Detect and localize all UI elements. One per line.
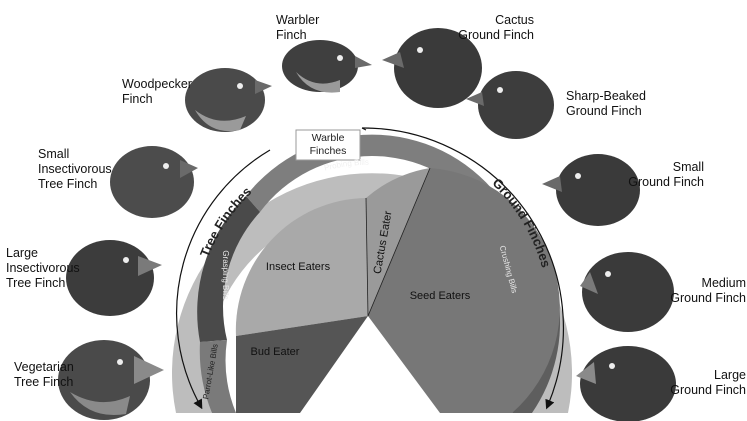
insect-sector [235, 198, 368, 336]
bud-sector [236, 316, 368, 413]
arrow-stub [361, 127, 367, 131]
label-vegetarian-tree-finch: Vegetarian Tree Finch [14, 360, 74, 389]
label-small-insectivorous-tree-finch: Small Insectivorous Tree Finch [38, 147, 112, 191]
small-insectivorous-tree-finch-icon [110, 146, 198, 218]
seed-label: Seed Eaters [410, 290, 471, 302]
label-large-insectivorous-tree-finch: Large Insectivorous Tree Finch [6, 246, 80, 290]
sharp-beaked-ground-finch-icon [466, 71, 554, 139]
label-cactus-ground-finch: Cactus Ground Finch [458, 13, 534, 42]
parrot-band [199, 340, 236, 413]
large-insectivorous-tree-finch-icon [66, 240, 162, 316]
small-ground-finch-icon [542, 154, 640, 226]
cactus-sector [366, 168, 430, 316]
cactus-ground-finch-icon [382, 28, 482, 108]
medium-ground-finch-icon [580, 252, 674, 332]
divider-line [365, 197, 369, 317]
warble-box [295, 129, 361, 161]
label-medium-ground-finch: Medium Ground Finch [670, 276, 746, 305]
warbler-finch-icon [282, 40, 372, 93]
warble-label-2: Finches [310, 145, 347, 157]
insect-label: Insect Eaters [266, 261, 331, 273]
vegetarian-tree-finch-icon [58, 340, 164, 420]
grasping-label: Grasping Bills [221, 250, 230, 299]
label-large-ground-finch: Large Ground Finch [670, 368, 746, 397]
woodpecker-finch-icon [185, 68, 272, 132]
bud-label: Bud Eater [251, 346, 300, 358]
tree-arrow [176, 149, 271, 410]
ground-arrow [361, 127, 565, 410]
label-woodpecker-finch: Woodpecker Finch [122, 77, 192, 106]
label-warbler-finch: Warbler Finch [276, 13, 320, 42]
label-sharp-beaked-ground-finch: Sharp-Beaked Ground Finch [566, 89, 646, 118]
grasping-band [197, 196, 260, 342]
divider-line [367, 167, 431, 317]
warble-label-1: Warble [312, 132, 345, 144]
label-small-ground-finch: Small Ground Finch [628, 160, 704, 189]
large-ground-finch-icon [576, 346, 676, 421]
seed-sector [368, 168, 560, 413]
